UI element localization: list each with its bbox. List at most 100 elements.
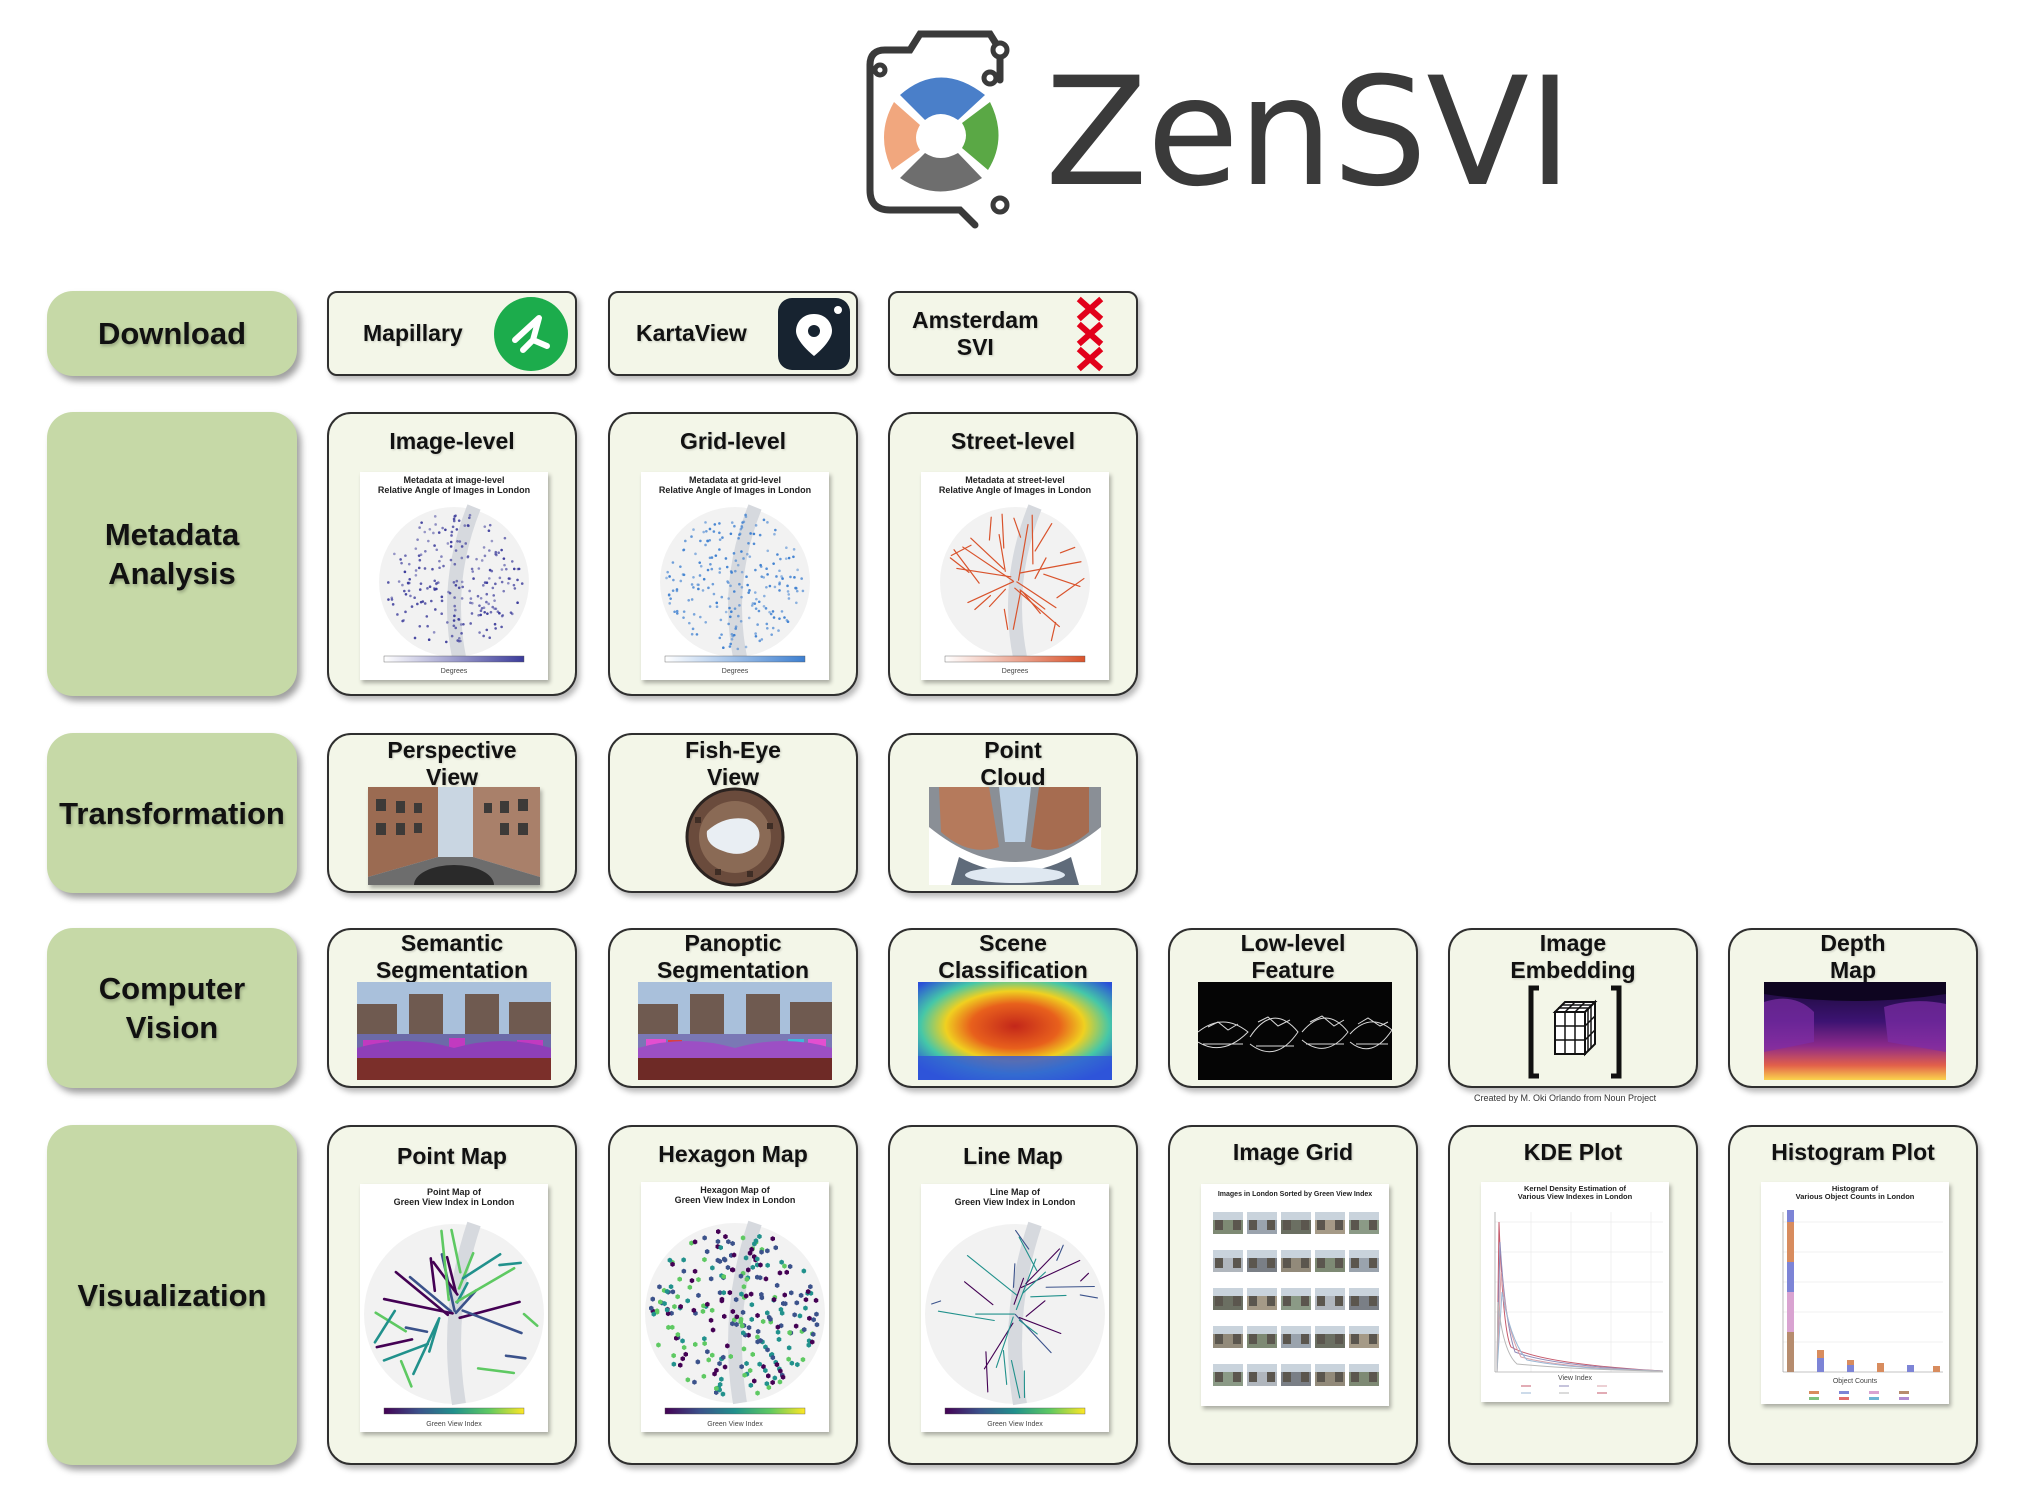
transformation-card-perspective: Perspective View [327,733,577,893]
card-title: Grid-level [679,428,787,454]
colorbar-label: Degrees [440,668,468,675]
card-title: Scene Classification [938,930,1088,983]
thumbnail-title: Images in London Sorted by Green View In… [1217,1191,1373,1198]
embedding-cube-icon [1528,985,1622,1079]
card-title: Histogram Plot [1771,1139,1935,1165]
thumbnail-title: Metadata at image-level Relative Angle o… [377,475,531,495]
cv-card-semantic-segmentation: Semantic Segmentation [327,928,577,1088]
download-label: Mapillary [363,320,463,346]
category-computer-vision: Computer Vision [47,928,297,1088]
metadata-map-thumbnail: Metadata at image-level Relative Angle o… [360,472,548,680]
colorbar-label: Degrees [1001,668,1029,675]
viz-card-point-map: Point Map Point Map of Green View Index … [327,1125,577,1465]
kde-plot [1494,1212,1664,1394]
category-label: Visualization [77,1277,267,1313]
transformation-card-point-cloud: Point Cloud [888,733,1138,893]
download-card-mapillary: Mapillary [327,291,577,376]
icon-credit: Created by M. Oki Orlando from Noun Proj… [1474,1093,1657,1103]
viz-card-kde-plot: KDE Plot Kernel Density Estimation of Va… [1448,1125,1698,1465]
colorbar-label: Green View Index [426,1421,482,1428]
mapillary-icon [494,297,568,371]
download-label: Amsterdam SVI [912,306,1039,360]
category-metadata-analysis: Metadata Analysis [47,412,297,696]
cv-card-low-level-feature: Low-level Feature [1168,928,1418,1088]
point-map [364,1221,544,1415]
line-map-thumbnail: Line Map of Green View Index in London G… [921,1184,1109,1432]
thumbnail-title: Metadata at grid-level Relative Angle of… [658,475,812,495]
viz-card-image-grid: Image Grid Images in London Sorted by Gr… [1168,1125,1418,1465]
card-title: Perspective View [387,737,517,790]
x-axis-label: View Index [1557,1375,1593,1382]
line-map [925,1221,1105,1415]
card-title: Image Grid [1232,1139,1354,1165]
card-title: Line Map [963,1143,1063,1169]
cv-card-panoptic-segmentation: Panoptic Segmentation [608,928,858,1088]
metadata-map-thumbnail: Metadata at grid-level Relative Angle of… [641,472,829,680]
kartaview-icon [778,298,850,370]
thumbnail-title: Hexagon Map of Green View Index in Londo… [674,1185,796,1205]
image-grid [1213,1212,1379,1386]
card-title: Panoptic Segmentation [656,930,810,983]
semantic-segmentation-image [357,982,551,1080]
brand-name: ZenSVI [1045,46,1572,220]
panoptic-segmentation-image [638,982,832,1080]
perspective-view-image [368,787,540,885]
metadata-map [940,504,1090,663]
metadata-map [379,504,529,663]
cv-card-depth-map: Depth Map [1728,928,1978,1088]
download-card-kartaview: KartaView [608,291,858,376]
category-download: Download [47,291,297,376]
category-transformation: Transformation [47,733,297,893]
scene-classification-heatmap [918,982,1112,1080]
download-card-amsterdam: Amsterdam SVI [888,291,1138,376]
point-cloud-image [929,787,1101,885]
thumbnail-title: Point Map of Green View Index in London [393,1187,515,1207]
transformation-card-fisheye: Fish-Eye View [608,733,858,893]
card-title: Low-level Feature [1240,930,1346,983]
card-title: Fish-Eye View [685,737,781,790]
thumbnail-title: Histogram of Various Object Counts in Lo… [1795,1184,1915,1201]
point-map-thumbnail: Point Map of Green View Index in London … [360,1184,548,1432]
hexagon-map-thumbnail: Hexagon Map of Green View Index in Londo… [641,1182,829,1432]
colorbar-label: Degrees [721,668,749,675]
card-title: Depth Map [1820,930,1886,983]
hexagon-map [645,1220,825,1415]
category-label: Computer Vision [98,971,246,1045]
colorbar-label: Green View Index [707,1421,763,1428]
category-label: Transformation [59,795,285,831]
category-label: Metadata Analysis [104,517,240,591]
cv-card-scene-classification: Scene Classification [888,928,1138,1088]
thumbnail-title: Line Map of Green View Index in London [954,1187,1076,1207]
viz-card-histogram-plot: Histogram Plot Histogram of Various Obje… [1728,1125,1978,1465]
edge-feature-image [1198,982,1392,1080]
depth-map-image [1764,982,1946,1080]
card-title: KDE Plot [1523,1139,1623,1165]
download-label: KartaView [636,320,747,346]
card-title: Semantic Segmentation [375,930,529,983]
image-grid-thumbnail: Images in London Sorted by Green View In… [1201,1184,1389,1406]
histogram-thumbnail: Histogram of Various Object Counts in Lo… [1761,1182,1949,1404]
camera-circuit-icon [866,30,1010,229]
thumbnail-title: Kernel Density Estimation of Various Vie… [1517,1184,1633,1201]
card-title: Image-level [389,428,515,454]
card-title: Street-level [950,428,1075,454]
metadata-map [660,504,810,663]
cv-card-image-embedding: Image Embedding [1448,928,1698,1088]
metadata-card-grid-level: Grid-level Metadata at grid-level Relati… [608,412,858,696]
amsterdam-xxx-icon [1076,296,1104,372]
card-title: Point Cloud [980,737,1046,790]
colorbar-label: Green View Index [987,1421,1043,1428]
x-axis-label: Object Counts [1832,1378,1878,1385]
metadata-map-thumbnail: Metadata at street-level Relative Angle … [921,472,1109,680]
zensvi-logo: ZenSVI [840,20,1572,230]
kde-plot-thumbnail: Kernel Density Estimation of Various Vie… [1481,1182,1669,1402]
category-label: Download [97,316,247,351]
metadata-card-street-level: Street-level Metadata at street-level Re… [888,412,1138,696]
category-visualization: Visualization [47,1125,297,1465]
viz-card-hexagon-map: Hexagon Map Hexagon Map of Green View In… [608,1125,858,1465]
card-title: Point Map [397,1143,507,1169]
histogram [1782,1210,1943,1400]
metadata-card-image-level: Image-level Metadata at image-level Rela… [327,412,577,696]
thumbnail-title: Metadata at street-level Relative Angle … [938,475,1092,495]
card-title: Image Embedding [1510,930,1636,983]
